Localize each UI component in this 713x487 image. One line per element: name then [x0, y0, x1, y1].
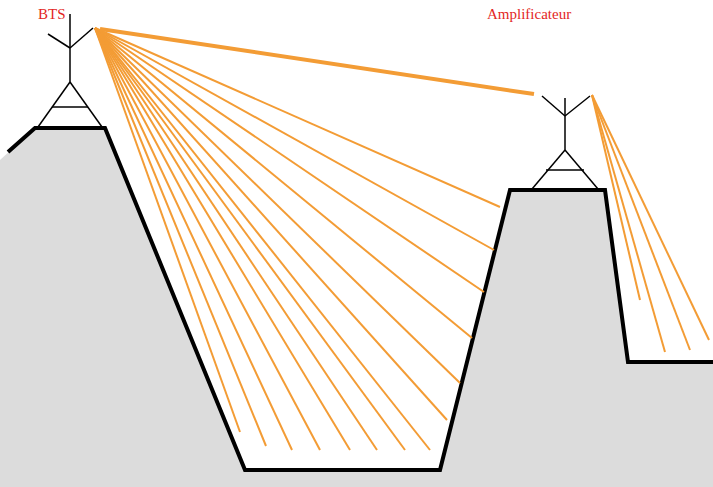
signal-link: [100, 29, 534, 94]
antenna-node: BTS: [88, 22, 100, 34]
signal-rays: [95, 28, 709, 450]
terrain-outline: [8, 128, 713, 470]
amplifier-antenna-symbol: [532, 96, 598, 189]
antenna-label: Amplificateur: [487, 5, 571, 23]
terrain-fill: [0, 128, 713, 487]
antenna-node: Amplificateur: [534, 89, 546, 101]
antenna-label: BTS: [38, 5, 66, 23]
antenna-symbol: [38, 14, 102, 127]
